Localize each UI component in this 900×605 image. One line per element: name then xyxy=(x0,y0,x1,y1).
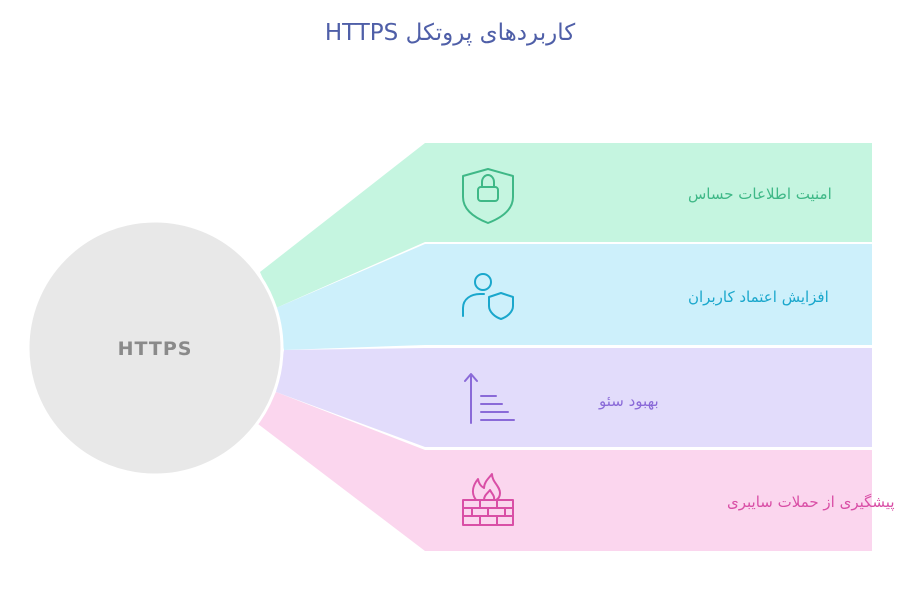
item-label-user-trust: افزایش اعتماد کاربران xyxy=(688,288,829,306)
band-seo-improvement xyxy=(276,348,872,447)
item-label-sensitive-data-security: امنیت اطلاعات حساس xyxy=(688,185,832,203)
band-user-trust xyxy=(276,244,872,350)
diagram-title: کاربردهای پروتکل HTTPS xyxy=(324,20,576,46)
item-label-seo-improvement: بهبود سئو xyxy=(598,392,659,410)
item-label-cyber-attack-prevention: پیشگیری از حملات سایبری xyxy=(727,493,895,512)
band-cyber-attack-prevention xyxy=(258,392,872,551)
shield-lock-icon xyxy=(462,168,514,224)
user-shield-icon xyxy=(462,273,514,320)
center-label: HTTPS xyxy=(118,338,193,360)
band-sensitive-data-security xyxy=(260,143,872,308)
center-circle xyxy=(26,219,284,477)
firewall-icon xyxy=(462,473,514,526)
ascending-bars-icon xyxy=(464,373,515,424)
